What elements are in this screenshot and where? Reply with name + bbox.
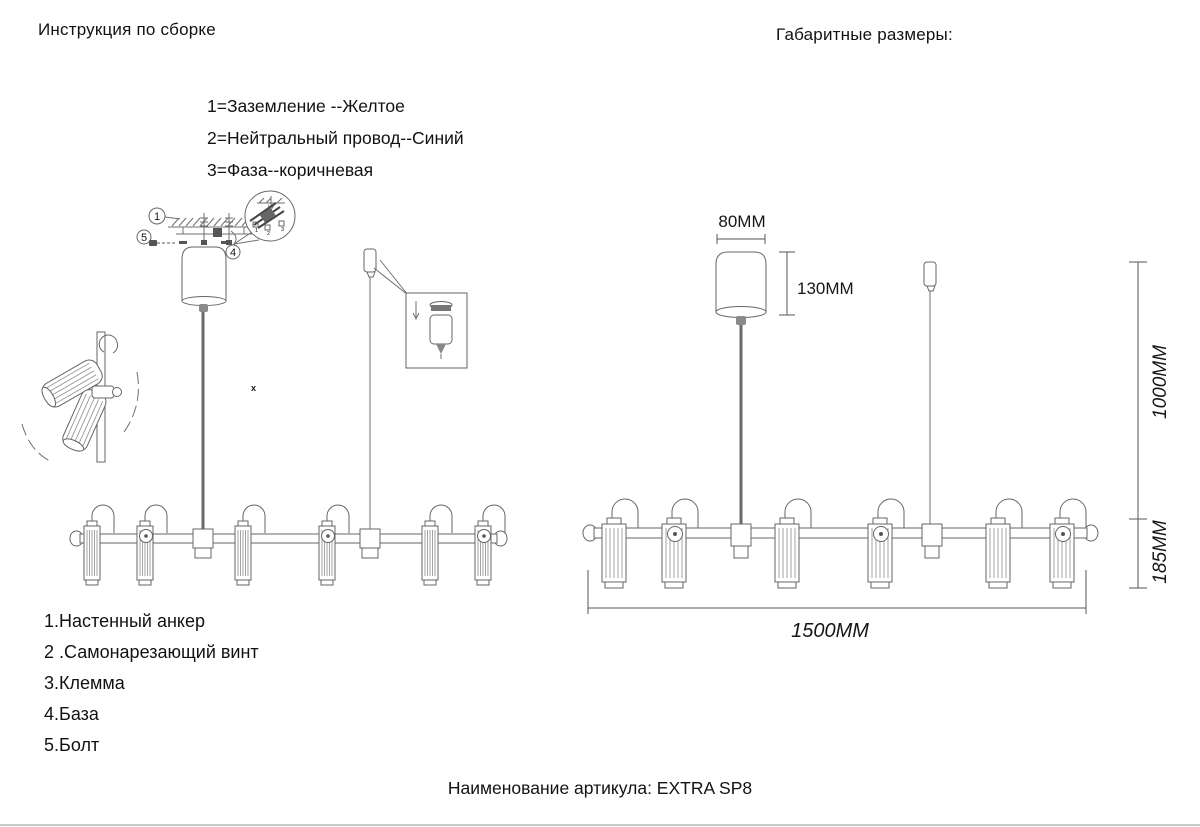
terminal-label-1: 1 bbox=[255, 228, 258, 234]
cable-gripper-inset bbox=[373, 259, 468, 369]
dimension-total-length: 1500MM bbox=[587, 570, 1087, 642]
dimension-canopy-width: 80MM bbox=[716, 212, 766, 244]
dimension-vertical-stack: 1000MM 185MM bbox=[1129, 261, 1171, 589]
lamp-shade bbox=[83, 520, 101, 586]
part-bolt: 5.Болт bbox=[44, 735, 100, 755]
suspension-block bbox=[730, 523, 752, 559]
legend-line-neutral: 2=Нейтральный провод--Синий bbox=[207, 128, 464, 148]
callout-anchor: 1 bbox=[148, 207, 181, 225]
drop-height-label: 1000MM bbox=[1150, 345, 1171, 419]
terminal-clamp bbox=[213, 228, 222, 237]
wiring-detail-circle: 1 2 3 bbox=[233, 190, 296, 245]
terminal-label-3: 3 bbox=[281, 227, 284, 233]
wall-anchor bbox=[225, 213, 233, 245]
page-bottom-rule bbox=[0, 824, 1200, 826]
cross-mark: x bbox=[251, 383, 256, 393]
fixture-left bbox=[69, 504, 508, 586]
canopy-left bbox=[179, 241, 229, 312]
down-arrow-icon bbox=[412, 301, 420, 321]
swivel-head-detail bbox=[21, 331, 139, 463]
cable-suspension-left bbox=[363, 248, 377, 529]
suspension-block bbox=[192, 528, 214, 559]
lamp-shade bbox=[601, 517, 627, 589]
callout-bolt: 5 bbox=[136, 229, 175, 246]
lamp-shade bbox=[421, 520, 439, 586]
article-caption: Наименование артикула: EXTRA SP8 bbox=[447, 778, 753, 798]
assembly-diagram: 1 5 4 bbox=[21, 190, 508, 586]
lamp-shade bbox=[234, 520, 252, 586]
legend-line-phase: 3=Фаза--коричневая bbox=[207, 160, 374, 180]
lamp-shade bbox=[985, 517, 1011, 589]
lamp-shade bbox=[774, 517, 800, 589]
bolt-icon bbox=[149, 240, 175, 246]
part-anchor: 1.Настенный анкер bbox=[44, 611, 205, 631]
dimension-diagram: 80MM 130MM 1000MM 185MM 1500MM bbox=[582, 212, 1171, 642]
callout-bolt-number: 5 bbox=[141, 232, 147, 244]
dimension-canopy-height: 130MM bbox=[779, 251, 854, 316]
suspension-block bbox=[359, 528, 381, 559]
ceiling-mount bbox=[168, 213, 258, 245]
page-title: Инструкция по сборке bbox=[38, 20, 216, 39]
body-height-label: 185MM bbox=[1150, 520, 1171, 584]
total-length-label: 1500MM bbox=[791, 620, 869, 642]
callout-anchor-number: 1 bbox=[154, 211, 160, 223]
fixture-right bbox=[582, 498, 1099, 589]
terminal-label-2: 2 bbox=[267, 231, 270, 237]
terminal-block-icon: 1 2 3 bbox=[249, 202, 285, 237]
canopy-height-label: 130MM bbox=[797, 279, 854, 298]
parts-list: 1.Настенный анкер 2 .Самонарезающий винт… bbox=[44, 606, 259, 761]
part-clamp: 3.Клемма bbox=[44, 673, 125, 693]
canopy-right bbox=[715, 251, 767, 325]
wiring-legend: 1=Заземление --Желтое 2=Нейтральный пров… bbox=[207, 90, 464, 186]
cable-suspension-right bbox=[923, 261, 937, 527]
part-base: 4.База bbox=[44, 704, 99, 724]
part-screw: 2 .Самонарезающий винт bbox=[44, 642, 259, 662]
wall-anchor bbox=[200, 213, 208, 245]
dimensions-title: Габаритные размеры: bbox=[776, 25, 953, 44]
suspension-block bbox=[921, 523, 943, 559]
legend-line-ground: 1=Заземление --Желтое bbox=[207, 96, 405, 116]
canopy-width-label: 80MM bbox=[718, 212, 765, 231]
callout-base-number: 4 bbox=[230, 247, 236, 259]
